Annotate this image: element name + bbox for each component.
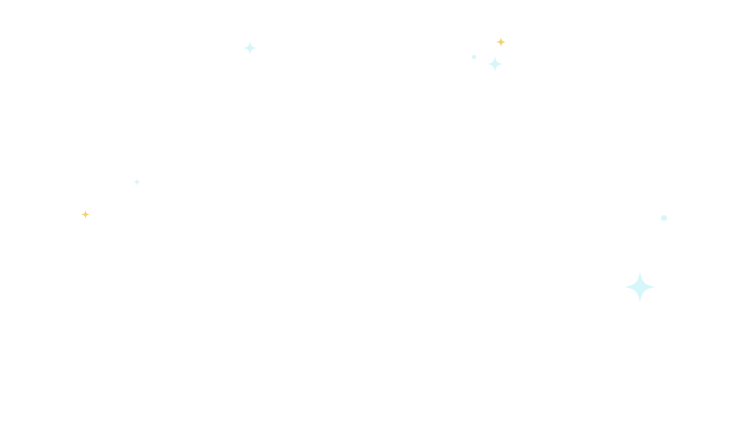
sparkle-dot-icon [661, 215, 667, 221]
sparkle-star-icon [133, 178, 141, 186]
sparkle-star-icon [81, 210, 90, 219]
sparkle-star-icon [487, 56, 503, 72]
sparkle-star-icon [243, 41, 257, 55]
sparkle-star-icon [624, 271, 656, 303]
sparkle-dot-icon [472, 55, 476, 59]
sparkle-star-icon [496, 37, 506, 47]
